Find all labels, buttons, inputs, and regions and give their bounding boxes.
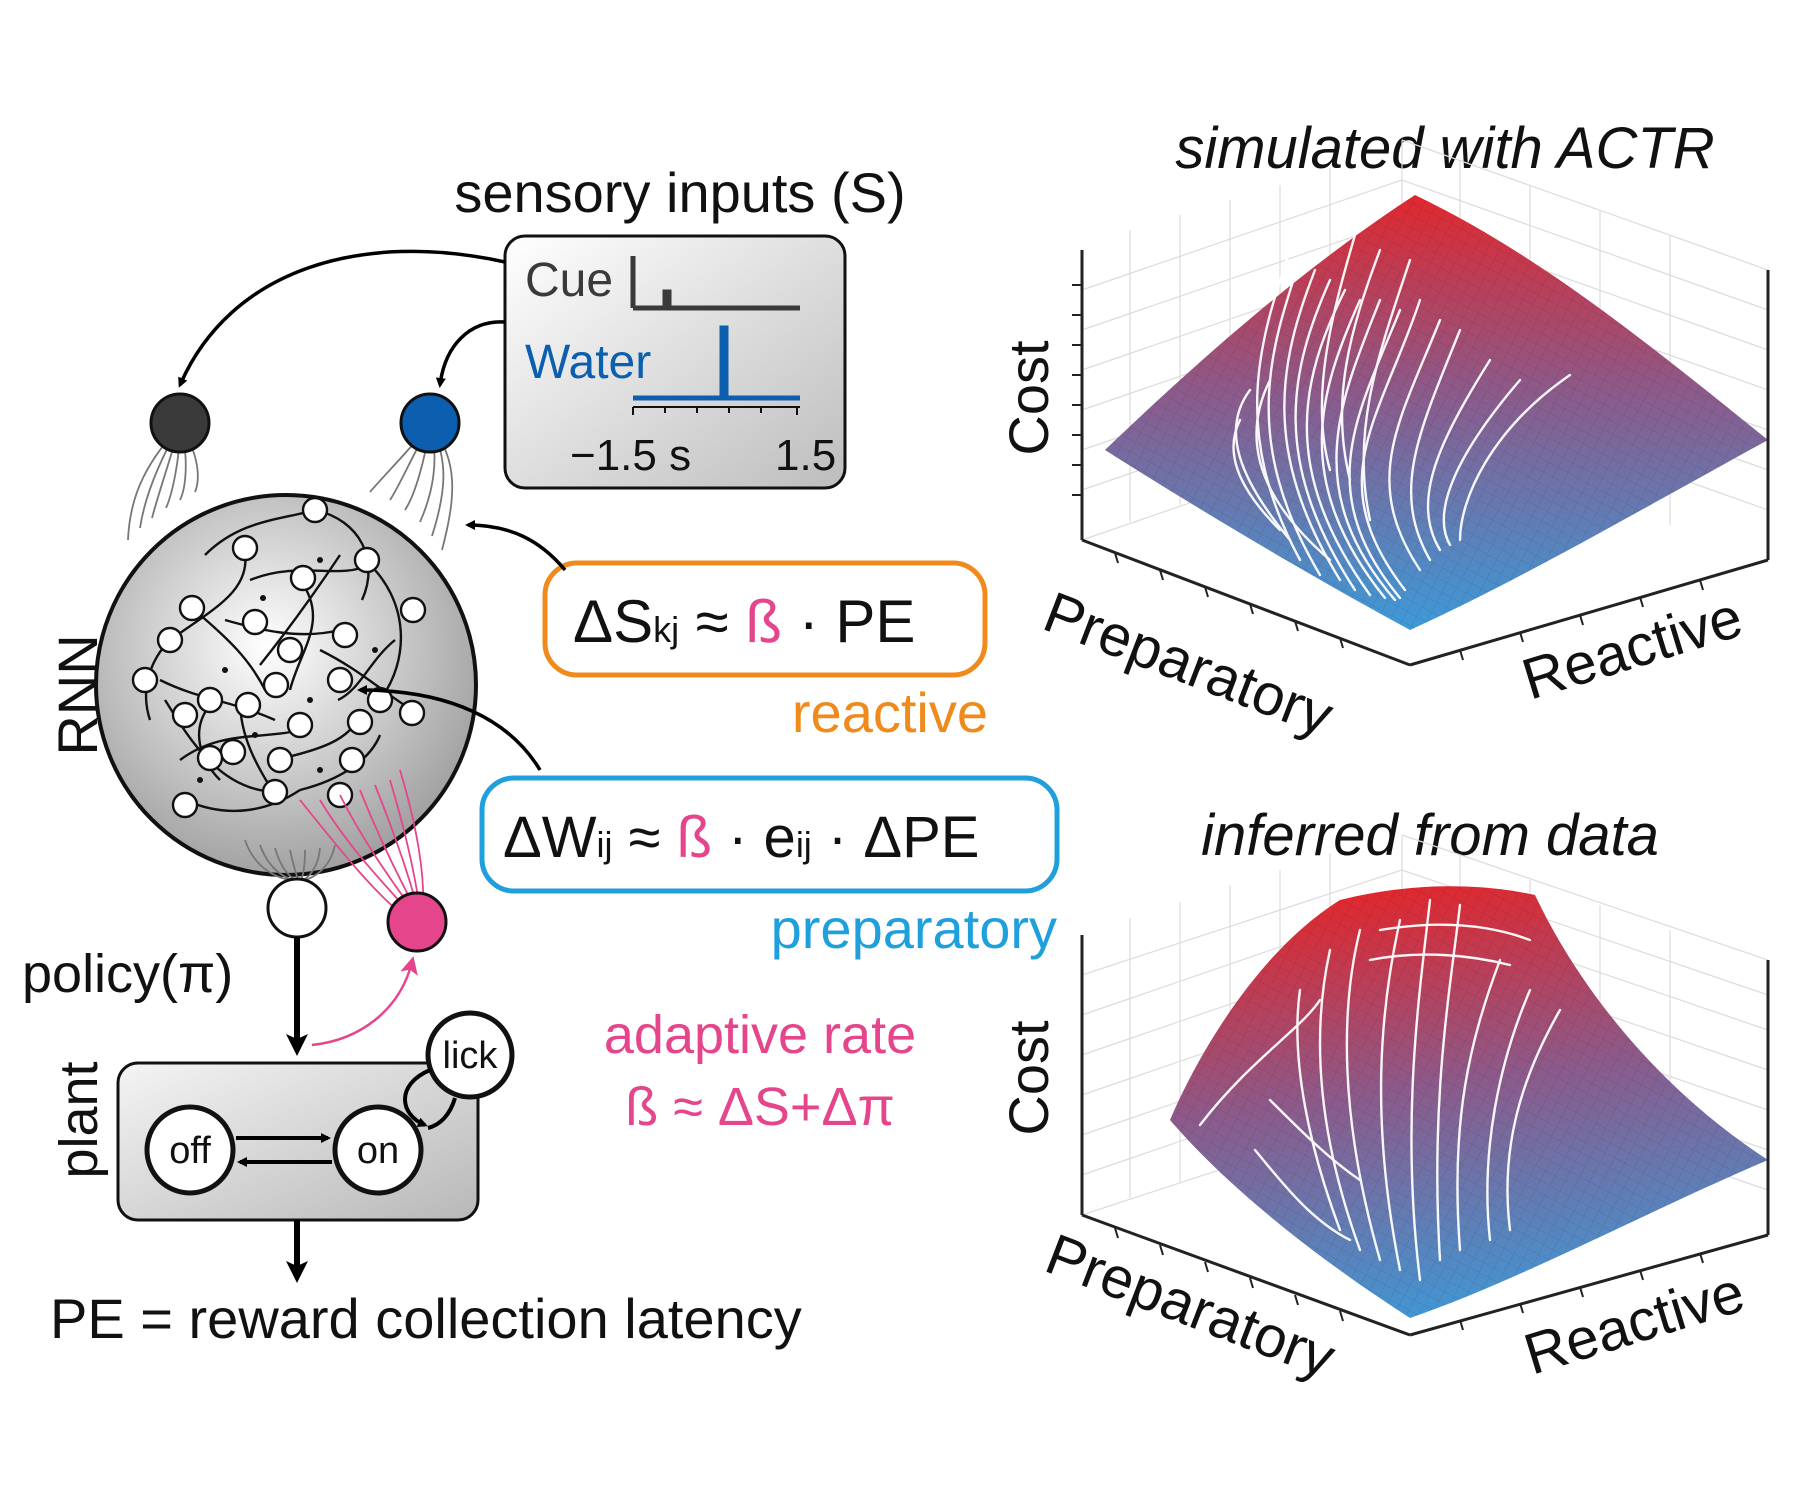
cue-input-arrow bbox=[178, 249, 506, 388]
on-label: on bbox=[357, 1130, 399, 1172]
policy-output-neuron bbox=[266, 877, 328, 939]
reactive-eq-approx: ≈ bbox=[679, 588, 745, 655]
lick-label: lick bbox=[443, 1035, 499, 1077]
top-xlabel: Preparatory bbox=[1035, 579, 1341, 748]
reactive-eq-prefix: ΔS bbox=[573, 588, 653, 655]
preparatory-eq-beta: ß bbox=[677, 805, 712, 870]
lick-loop-arrow bbox=[403, 1068, 431, 1128]
pe-label: PE = reward collection latency bbox=[50, 1287, 802, 1350]
svg-text:ΔSkj ≈ ß · PE: ΔSkj ≈ ß · PE bbox=[573, 588, 915, 655]
on-state bbox=[332, 1104, 424, 1196]
lick-state bbox=[425, 1010, 515, 1100]
cue-input-neuron bbox=[149, 392, 211, 454]
svg-text:ΔWij ≈ ß · eij · ΔPE: ΔWij ≈ ß · eij · ΔPE bbox=[503, 805, 979, 870]
preparatory-eq-sub: ij bbox=[597, 824, 613, 865]
bottom-plot-title: inferred from data bbox=[1201, 803, 1659, 868]
time-axis bbox=[632, 406, 800, 415]
top-zlabel: Cost bbox=[997, 340, 1060, 456]
axis-start-label: −1.5 s bbox=[570, 431, 691, 480]
off-label: off bbox=[169, 1130, 211, 1172]
preparatory-eq-sub2: ij bbox=[796, 824, 812, 865]
top-ylabel: Reactive bbox=[1515, 584, 1750, 712]
preparatory-equation-box: ΔWij ≈ ß · eij · ΔPE bbox=[479, 775, 1060, 894]
cue-trace bbox=[630, 256, 800, 311]
preparatory-caption: preparatory bbox=[771, 897, 1057, 960]
pink-feedback-arrow bbox=[311, 956, 418, 1047]
adaptive-rate-line1: adaptive rate bbox=[604, 1005, 916, 1065]
reactive-eq-beta: ß bbox=[745, 588, 782, 655]
lick-return-arrow bbox=[427, 1097, 457, 1130]
top-plot-title: simulated with ACTR bbox=[1175, 116, 1714, 181]
bottom-xlabel: Preparatory bbox=[1037, 1221, 1343, 1390]
top-surface-plot: simulated with ACTR bbox=[997, 116, 1770, 749]
adaptive-rate-neuron bbox=[386, 891, 448, 953]
water-input-arrow bbox=[435, 320, 506, 388]
sensory-input-box: Cue Water −1.5 s 1.5 bbox=[503, 234, 847, 490]
state-transition-arrows bbox=[236, 1133, 332, 1167]
preparatory-eq-approx: ≈ bbox=[613, 805, 677, 870]
water-trace bbox=[633, 325, 800, 401]
plant-label: plant bbox=[49, 1061, 109, 1178]
bottom-ylabel: Reactive bbox=[1517, 1259, 1752, 1387]
adaptive-rate-line2: ß ≈ ΔS+Δπ bbox=[625, 1077, 895, 1137]
bottom-surface-plot: inferred from data bbox=[997, 803, 1770, 1391]
rnn-circle bbox=[94, 493, 478, 877]
policy-label: policy(π) bbox=[22, 944, 233, 1004]
water-label: Water bbox=[525, 336, 651, 389]
preparatory-eq-prefix: ΔW bbox=[503, 805, 597, 870]
preparatory-arrow bbox=[357, 685, 542, 771]
sensory-inputs-title: sensory inputs (S) bbox=[454, 161, 905, 224]
reactive-eq-suffix: · PE bbox=[782, 588, 915, 655]
reactive-equation-box: ΔSkj ≈ ß · PE bbox=[542, 560, 988, 678]
preparatory-eq-suffix: · ΔPE bbox=[812, 805, 980, 870]
reactive-caption: reactive bbox=[792, 681, 988, 744]
water-input-neuron bbox=[399, 392, 461, 454]
preparatory-eq-mid: · e bbox=[712, 805, 796, 870]
cue-label: Cue bbox=[525, 254, 613, 307]
reactive-eq-sub: kj bbox=[653, 609, 679, 650]
bottom-zlabel: Cost bbox=[997, 1020, 1060, 1136]
reactive-arrow bbox=[465, 520, 567, 572]
off-state bbox=[144, 1104, 236, 1196]
axis-end-label: 1.5 bbox=[775, 431, 836, 480]
